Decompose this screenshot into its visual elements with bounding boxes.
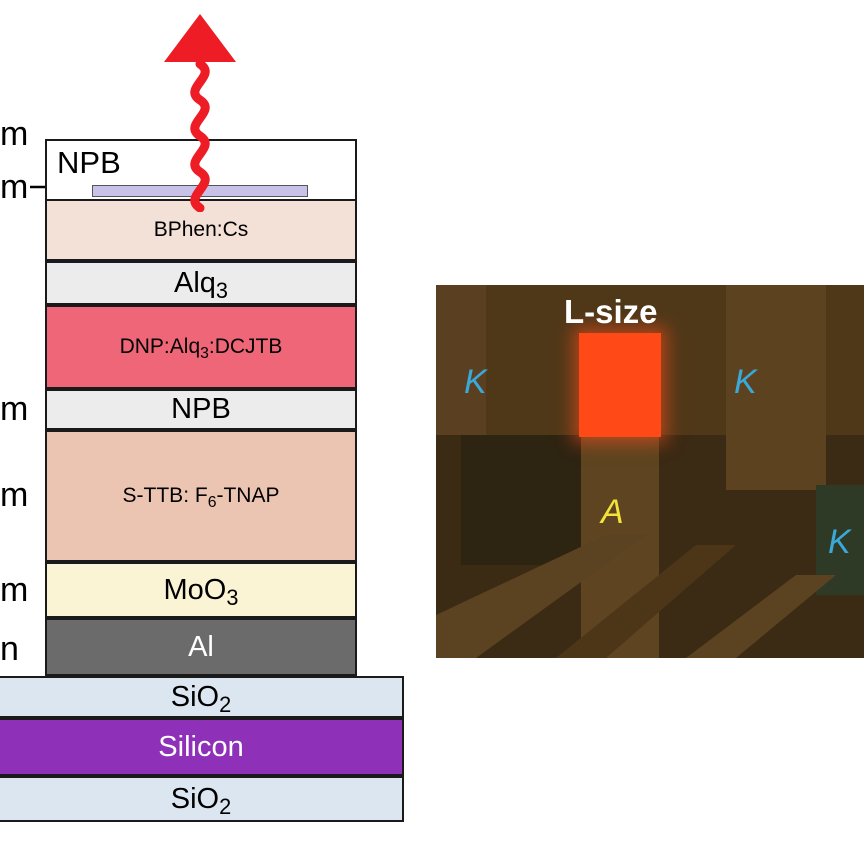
layer-silicon: Silicon (0, 718, 404, 776)
light-emission-arrow-icon (164, 14, 236, 212)
cathode-label-left: K (464, 363, 487, 401)
thickness-label-sttb: m (0, 476, 29, 514)
layer-alq3: Alq3 (45, 261, 357, 305)
thickness-label-cathode: m (0, 168, 29, 206)
layer-sio2-top: SiO2 (0, 676, 404, 718)
layer-npb-top-label: NPB (57, 145, 121, 180)
layer-moo3-label: MoO3 (163, 573, 239, 611)
layer-alq3-label: Alq3 (173, 266, 229, 304)
micrograph-right-pad (726, 285, 826, 490)
layer-sio2-bottom-label: SiO2 (170, 782, 232, 820)
layer-dnp-label: DNP:Alq3:DCJTB (119, 335, 283, 362)
emission-square (579, 333, 661, 437)
micrograph-title: L-size (564, 293, 658, 330)
layer-moo3: MoO3 (45, 562, 357, 618)
thickness-label-al: n (0, 630, 19, 668)
layer-al-label: Al (188, 630, 214, 663)
cathode-label-right: K (828, 523, 851, 561)
micrograph-lower-left-region (461, 435, 581, 565)
thickness-label-npb: m (0, 390, 29, 428)
micrograph-diagonal-traces (436, 535, 836, 658)
layer-al: Al (45, 618, 357, 676)
cathode-label-middle: K (734, 363, 757, 401)
layer-npb-label: NPB (171, 393, 231, 425)
layer-sio2-top-label: SiO2 (170, 680, 232, 718)
layer-sio2-bottom: SiO2 (0, 776, 404, 822)
thickness-label-npb-top: m (0, 115, 29, 153)
layer-sttb-label: S-TTB: F6-TNAP (122, 484, 280, 511)
thickness-label-moo3: m (0, 571, 29, 609)
layer-dnp-alq3-dcjtb: DNP:Alq3:DCJTB (45, 305, 357, 389)
micrograph-left-pad (436, 285, 486, 435)
layer-silicon-label: Silicon (158, 730, 244, 763)
layer-sttb-f6tnap: S-TTB: F6-TNAP (45, 430, 357, 562)
anode-label: A (601, 493, 624, 531)
layer-npb: NPB (45, 389, 357, 430)
layer-bphen-cs-label: BPhen:Cs (153, 218, 249, 241)
device-micrograph: L-size K K K A (436, 285, 864, 658)
